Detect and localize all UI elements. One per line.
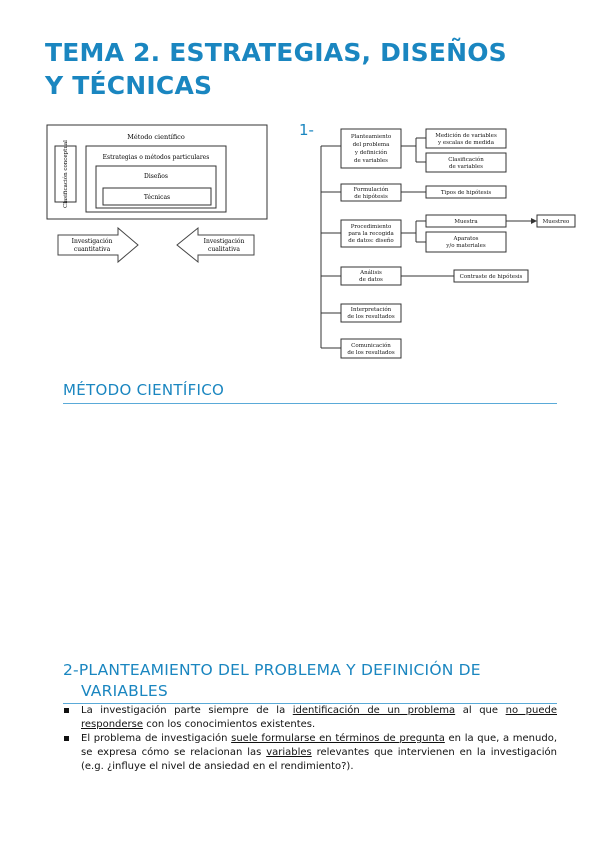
heading-underline (63, 703, 557, 704)
child-aparatos-line2: y/o materiales (445, 243, 486, 249)
title-line-1: TEMA 2. ESTRATEGIAS, DISEÑOS (45, 38, 507, 67)
child-clasificacion-line2: de variables (449, 164, 483, 170)
step2-line2: de hipótesis (354, 193, 388, 200)
child-contraste: Contraste de hipótesis (460, 273, 523, 280)
underlined-text: suele formularse en términos de pregunta (231, 733, 445, 744)
bullet-item: El problema de investigación suele formu… (63, 732, 557, 774)
fig1-level-2: Estrategias o métodos particulares (103, 154, 210, 161)
heading-line-1: 2-PLANTEAMIENTO DEL PROBLEMA Y DEFINICIÓ… (63, 661, 481, 679)
section-heading-metodo: MÉTODO CIENTÍFICO (63, 381, 225, 399)
step3-line3: de datos: diseño (348, 237, 394, 244)
fig1-arrow-right-line2: cualitativa (208, 246, 240, 253)
document-title: TEMA 2. ESTRATEGIAS, DISEÑOS Y TÉCNICAS (45, 36, 565, 102)
step3-line1: Procedimiento (351, 224, 392, 230)
square-bullet-icon (64, 708, 69, 713)
text-run: La investigación parte siempre de la (81, 705, 293, 716)
step1-line3: y definición (354, 149, 388, 156)
fig1-arrow-right-line1: Investigación (204, 238, 245, 245)
scientific-method-levels-figure: Método científico Clasificación conceptu… (46, 124, 268, 264)
step1-line4: de variables (354, 158, 388, 164)
step3-line2: para la recogida (348, 231, 394, 237)
child-clasificacion-line1: Clasificación (448, 156, 484, 163)
step2-line1: Formulación (354, 186, 389, 193)
child-tipos: Tipos de hipótesis (441, 189, 492, 196)
title-line-2: Y TÉCNICAS (45, 71, 213, 100)
child-muestra: Muestra (454, 219, 478, 225)
bullet-list: La investigación parte siempre de la ide… (63, 704, 557, 774)
step1-line2: del problema (353, 142, 390, 148)
text-run: en la que, a menudo, se expresa cómo se … (81, 733, 557, 758)
section-heading-planteamiento: 2-PLANTEAMIENTO DEL PROBLEMA Y DEFINICIÓ… (63, 660, 557, 702)
step6-line1: Comunicación (351, 342, 391, 349)
fig1-level-4: Técnicas (144, 194, 170, 201)
underlined-text: variables (266, 747, 312, 758)
text-run: relevantes que intervienen en la investi… (81, 747, 557, 772)
fig1-side-label: Clasificación conceptual (62, 140, 69, 208)
fig1-arrow-left-line1: Investigación (72, 238, 113, 245)
text-run: El problema de investigación (81, 733, 232, 744)
step5-line2: de los resultados (347, 314, 394, 320)
figure-number: 1- (299, 121, 314, 139)
text-run: con los conocimientos existentes. (143, 719, 316, 730)
research-process-flowchart: Planteamiento del problema y definición … (320, 128, 576, 359)
step5-line1: Interpretación (351, 306, 392, 313)
heading-line-2: VARIABLES (81, 682, 168, 700)
fig1-outer-title: Método científico (127, 133, 185, 141)
underlined-text: no puede responderse (81, 705, 557, 730)
step4-line2: de datos (359, 277, 383, 283)
step4-line1: Análisis (359, 269, 382, 276)
child-aparatos-line1: Aparatos (452, 236, 478, 242)
fig1-level-3: Diseños (144, 173, 168, 180)
underlined-text: identificación de un problema (292, 705, 456, 716)
fig1-arrow-left-line2: cuantitativa (74, 246, 111, 253)
heading-underline (63, 403, 557, 404)
child-medicion-line1: Medición de variables (435, 132, 497, 139)
step6-line2: de los resultados (347, 350, 394, 356)
bullet-item: La investigación parte siempre de la ide… (63, 704, 557, 732)
text-run: al que (455, 705, 506, 716)
child-medicion-line2: y escalas de medida (437, 140, 495, 146)
child-muestreo: Muestreo (543, 219, 570, 225)
step1-line1: Planteamiento (351, 134, 392, 140)
square-bullet-icon (64, 736, 69, 741)
